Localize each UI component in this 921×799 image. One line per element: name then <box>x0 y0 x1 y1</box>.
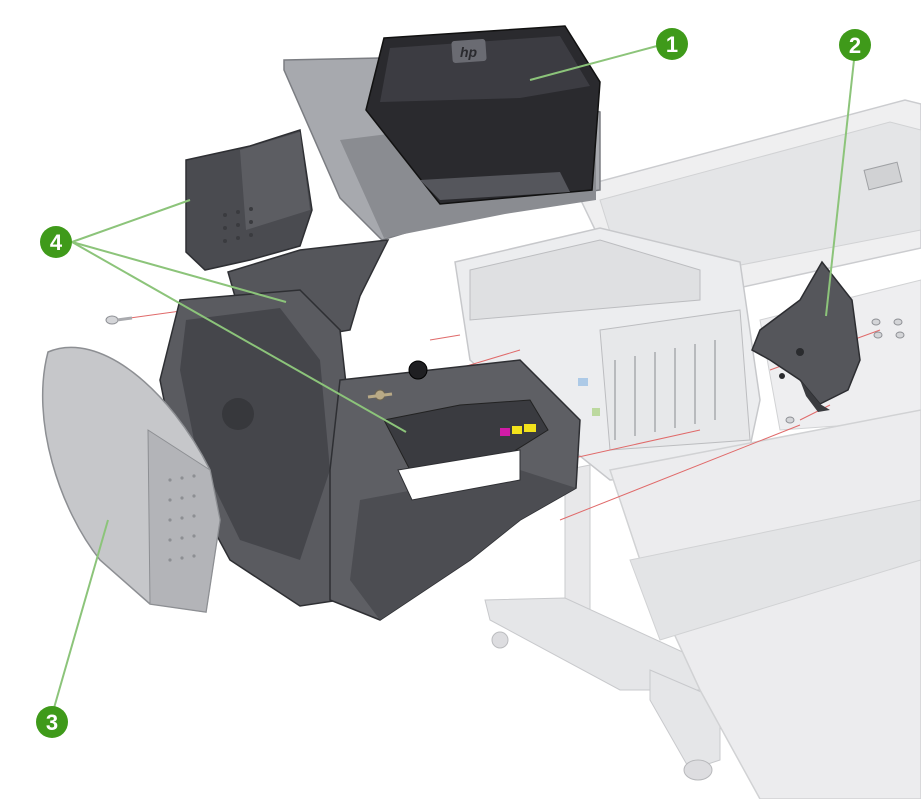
callout-4-label: 4 <box>50 230 63 255</box>
callout-4: 4 <box>40 226 72 258</box>
yellow-ink-label-2 <box>524 424 536 432</box>
rear-cover-panel <box>185 129 313 271</box>
callout-2: 2 <box>839 29 871 61</box>
leader-lines <box>53 45 855 709</box>
screw-left <box>105 315 133 325</box>
callout-2-label: 2 <box>849 33 861 58</box>
window-assembly: hp <box>283 25 601 241</box>
side-cover <box>41 346 221 613</box>
small-screws-right <box>785 318 905 424</box>
callout-3-label: 3 <box>46 710 58 735</box>
callout-3: 3 <box>36 706 68 738</box>
callout-1: 1 <box>656 28 688 60</box>
hp-logo-text: hp <box>460 44 478 60</box>
front-panel-display <box>863 161 903 191</box>
callout-1-label: 1 <box>666 32 678 57</box>
right-bracket <box>751 260 861 412</box>
yellow-ink-label <box>512 426 522 434</box>
hp-logo: hp <box>451 39 487 63</box>
magenta-ink-label <box>500 428 510 436</box>
